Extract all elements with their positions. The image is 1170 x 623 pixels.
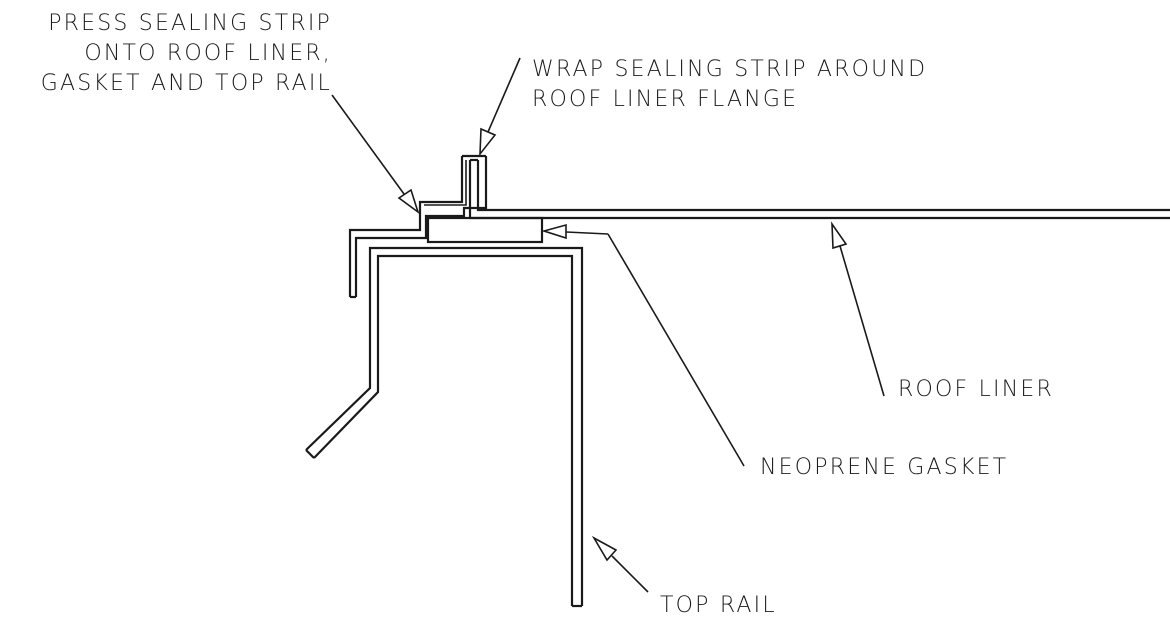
leader-wrap-sealing-strip (479, 57, 521, 157)
label-wrap-line-1: WRAP SEALING STRIP AROUND (532, 57, 927, 82)
label-wrap-sealing-strip: WRAP SEALING STRIP AROUND ROOF LINER FLA… (532, 57, 927, 112)
top-rail-shape (305, 246, 584, 608)
leader-press-sealing-strip (331, 94, 420, 215)
roof-liner-shape (468, 158, 1170, 220)
label-press-line-2: ONTO ROOF LINER, (84, 41, 332, 66)
label-top-rail: TOP RAIL (660, 593, 777, 618)
label-neoprene-gasket: NEOPRENE GASKET (760, 455, 1008, 480)
label-press-line-1: PRESS SEALING STRIP (48, 11, 332, 36)
leader-roof-liner (831, 221, 885, 397)
sealing-strip-shape (348, 154, 488, 299)
label-wrap-line-2: ROOF LINER FLANGE (532, 87, 798, 112)
leader-neoprene-gasket (541, 223, 745, 467)
label-press-line-3: GASKET AND TOP RAIL (41, 71, 332, 96)
leader-top-rail (591, 535, 649, 593)
neoprene-gasket-shape (426, 216, 544, 244)
label-press-sealing-strip: PRESS SEALING STRIP ONTO ROOF LINER, GAS… (41, 11, 332, 96)
label-roof-liner: ROOF LINER (898, 377, 1054, 402)
